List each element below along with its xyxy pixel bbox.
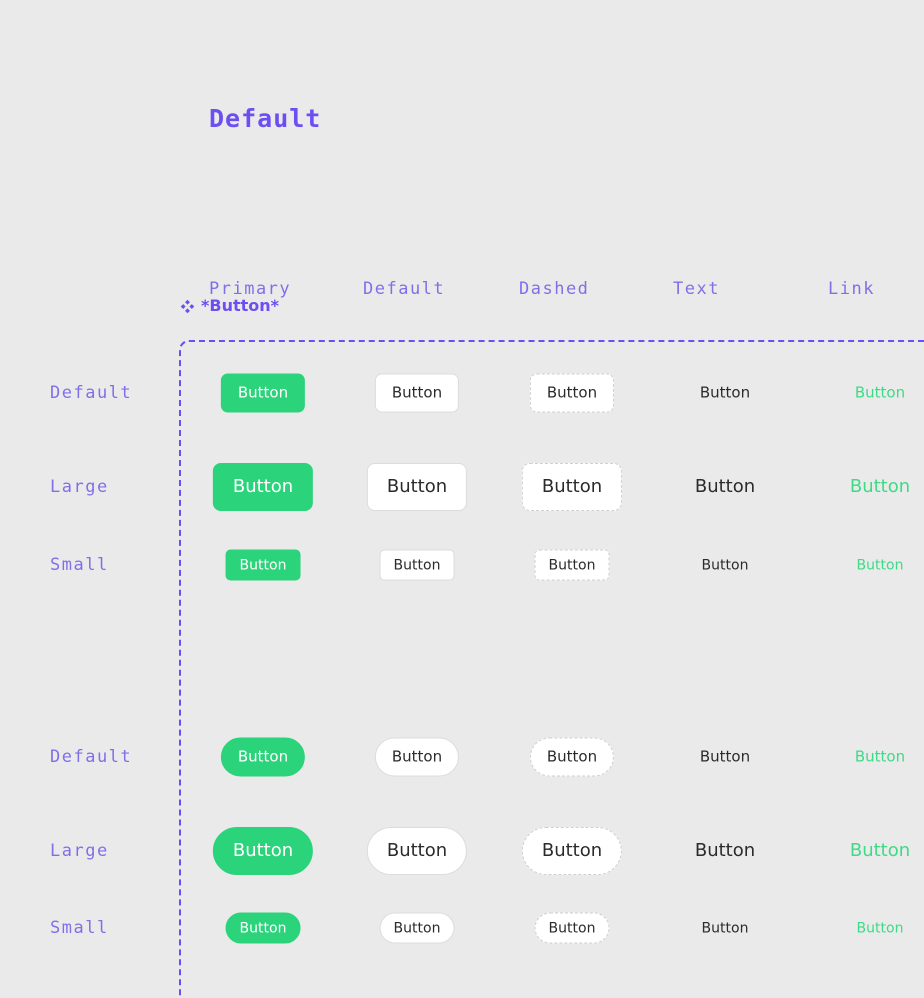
button-primary-large-rounded[interactable]: Button (212, 463, 314, 511)
button-default-large-rounded[interactable]: Button (366, 463, 468, 511)
button-default-default-rounded[interactable]: Button (374, 373, 460, 413)
button-dashed-default-rounded[interactable]: Button (529, 373, 615, 413)
button-link-small-pill[interactable]: Button (852, 913, 909, 944)
button-text-default-pill[interactable]: Button (695, 738, 755, 777)
button-primary-default-rounded[interactable]: Button (220, 373, 306, 413)
row-label-pill-large: Large (50, 841, 109, 861)
button-link-large-pill[interactable]: Button (845, 827, 915, 875)
frame-label[interactable]: *Button* (180, 298, 279, 314)
column-header-default: Default (363, 279, 446, 299)
button-link-small-rounded[interactable]: Button (852, 550, 909, 581)
button-text-default-rounded[interactable]: Button (695, 374, 755, 413)
button-primary-large-pill[interactable]: Button (212, 827, 314, 875)
button-text-small-pill[interactable]: Button (697, 913, 754, 944)
button-dashed-small-rounded[interactable]: Button (534, 549, 610, 581)
component-diamond-icon (180, 299, 195, 313)
button-dashed-small-pill[interactable]: Button (534, 912, 610, 944)
column-header-link: Link (828, 279, 875, 299)
frame-name-text: *Button* (201, 296, 279, 315)
column-header-dashed: Dashed (519, 279, 590, 299)
button-text-small-rounded[interactable]: Button (697, 550, 754, 581)
row-label-pill-default: Default (50, 747, 133, 767)
row-label-rounded-small: Small (50, 555, 109, 575)
page-title: Default (209, 104, 322, 133)
column-header-primary: Primary (209, 279, 292, 299)
button-dashed-large-rounded[interactable]: Button (521, 463, 623, 511)
button-primary-small-pill[interactable]: Button (225, 912, 301, 944)
button-dashed-large-pill[interactable]: Button (521, 827, 623, 875)
button-default-default-pill[interactable]: Button (374, 737, 460, 777)
row-label-rounded-large: Large (50, 477, 109, 497)
button-text-large-pill[interactable]: Button (690, 827, 760, 875)
button-dashed-default-pill[interactable]: Button (529, 737, 615, 777)
button-text-large-rounded[interactable]: Button (690, 463, 760, 511)
button-link-default-rounded[interactable]: Button (850, 374, 910, 413)
button-primary-default-pill[interactable]: Button (220, 737, 306, 777)
button-default-small-rounded[interactable]: Button (379, 549, 455, 581)
row-label-pill-small: Small (50, 918, 109, 938)
button-primary-small-rounded[interactable]: Button (225, 549, 301, 581)
frame-selection-outline (179, 340, 924, 998)
column-header-text: Text (673, 279, 720, 299)
button-link-large-rounded[interactable]: Button (845, 463, 915, 511)
button-default-large-pill[interactable]: Button (366, 827, 468, 875)
row-label-rounded-default: Default (50, 383, 133, 403)
button-link-default-pill[interactable]: Button (850, 738, 910, 777)
button-default-small-pill[interactable]: Button (379, 912, 455, 944)
